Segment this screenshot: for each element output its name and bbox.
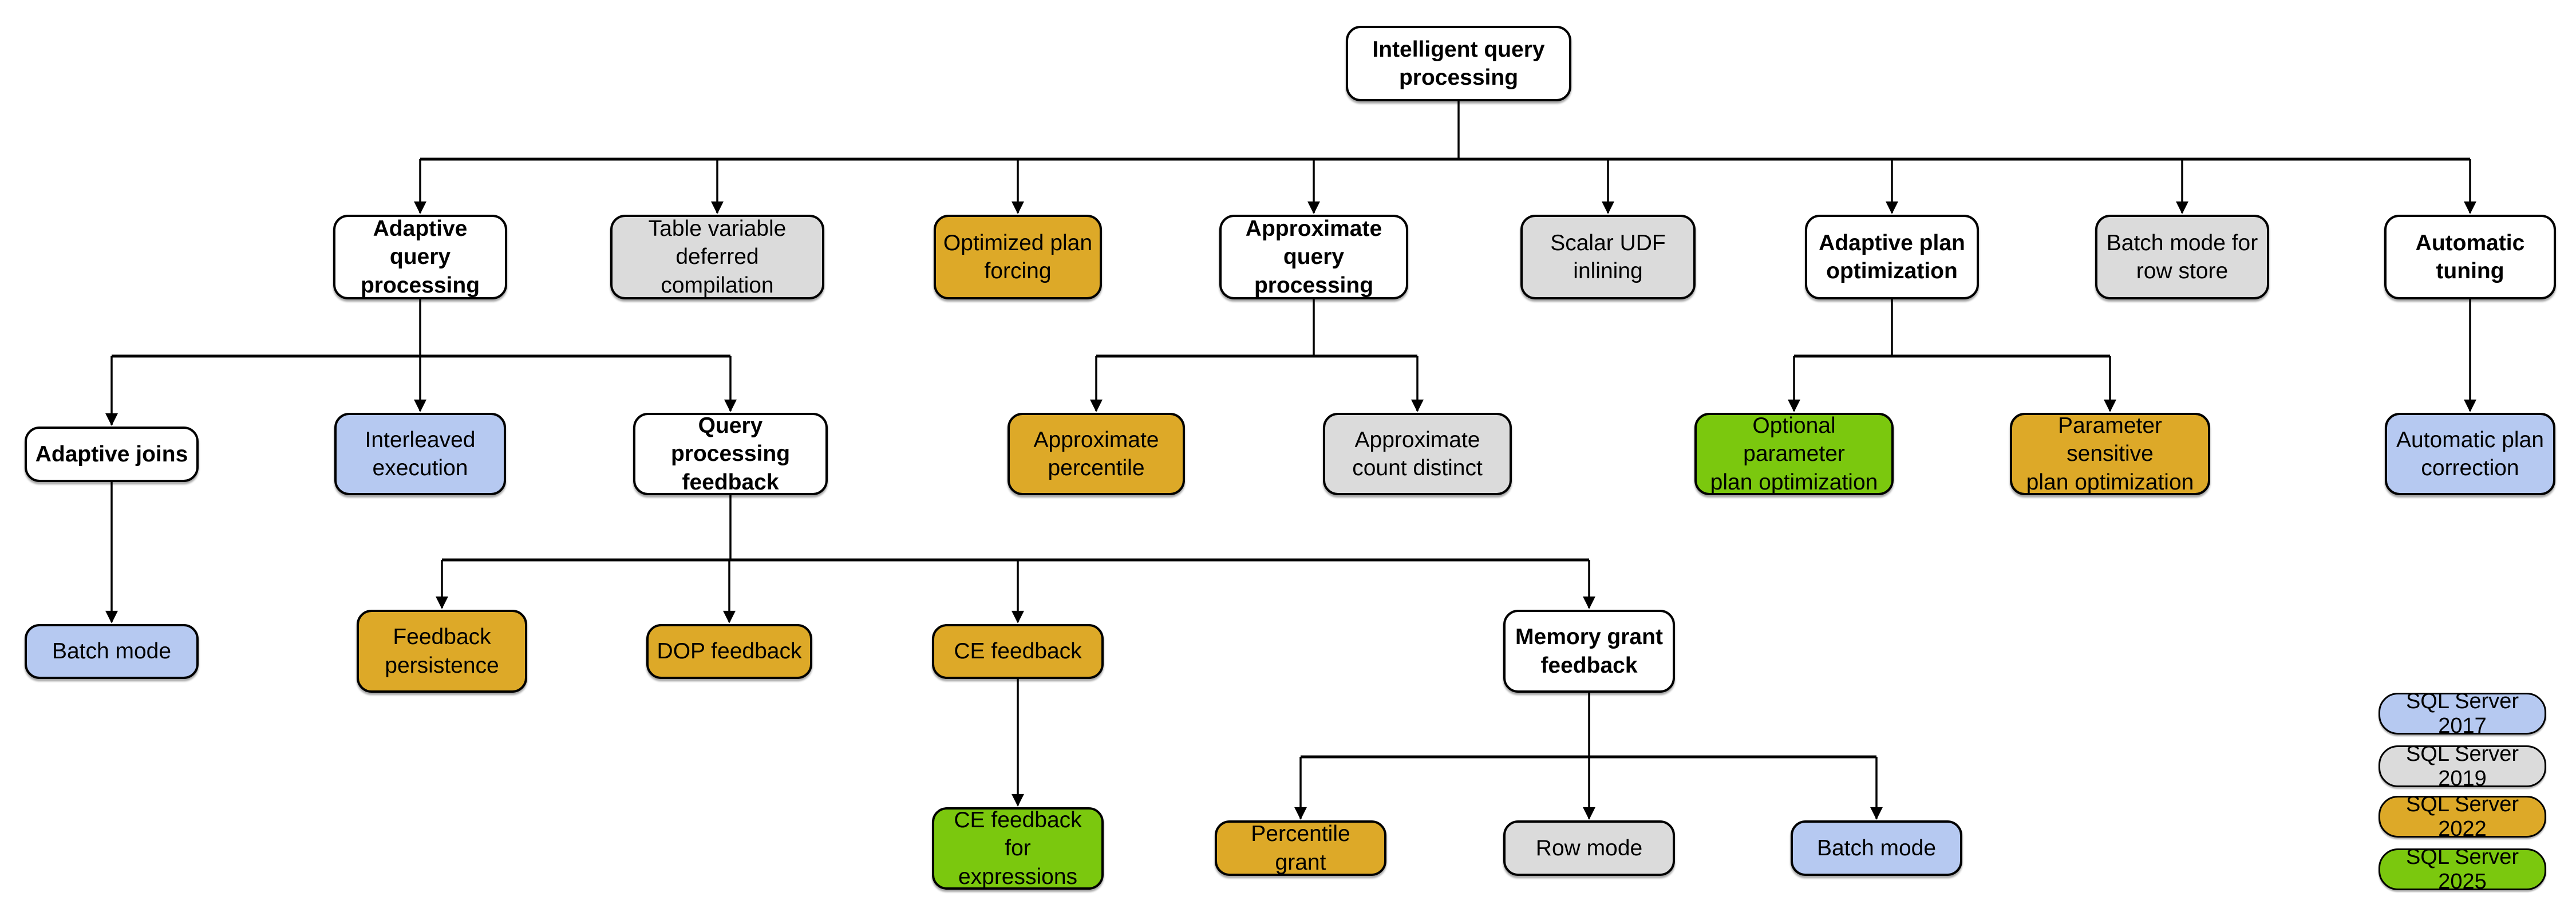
- node-approximate-query-processing: Approximate query processing: [1219, 215, 1408, 299]
- node-batch-mode-memory-grant: Batch mode: [1791, 820, 1962, 876]
- node-scalar-udf-inlining: Scalar UDF inlining: [1520, 215, 1696, 299]
- node-optional-parameter-plan-optimization: Optional parameter plan optimization: [1694, 413, 1894, 495]
- node-ce-feedback: CE feedback: [932, 624, 1104, 679]
- node-label: DOP feedback: [657, 639, 802, 664]
- node-label: Automatic plan correction: [2396, 427, 2544, 480]
- node-interleaved-execution: Interleaved execution: [334, 413, 506, 495]
- node-label: Memory grant feedback: [1515, 625, 1663, 678]
- node-feedback-persistence: Feedback persistence: [357, 610, 527, 693]
- node-label: Batch mode for row store: [2106, 230, 2258, 283]
- node-query-processing-feedback: Query processing feedback: [633, 413, 828, 495]
- legend-label: SQL Server 2019: [2405, 741, 2519, 791]
- node-automatic-plan-correction: Automatic plan correction: [2385, 413, 2555, 495]
- node-label: Row mode: [1535, 835, 1643, 860]
- legend-item-sql2025: SQL Server 2025: [2379, 845, 2546, 894]
- legend-label: SQL Server 2017: [2405, 689, 2519, 738]
- node-label: Adaptive plan optimization: [1819, 230, 1965, 283]
- node-label: Scalar UDF inlining: [1550, 230, 1666, 283]
- node-label: Automatic tuning: [2415, 230, 2525, 283]
- legend-label: SQL Server 2025: [2405, 844, 2519, 894]
- node-adaptive-plan-optimization: Adaptive plan optimization: [1805, 215, 1979, 299]
- node-approximate-percentile: Approximate percentile: [1008, 413, 1185, 495]
- node-dop-feedback: DOP feedback: [646, 624, 812, 679]
- node-label: Intelligent query processing: [1372, 37, 1545, 90]
- node-label: Feedback persistence: [385, 625, 499, 678]
- node-percentile-grant: Percentile grant: [1215, 820, 1386, 876]
- node-row-mode: Row mode: [1503, 820, 1675, 876]
- node-parameter-sensitive-plan-optimization: Parameter sensitive plan optimization: [2010, 413, 2210, 495]
- node-optimized-plan-forcing: Optimized plan forcing: [934, 215, 1102, 299]
- node-label: Adaptive joins: [35, 441, 188, 467]
- node-memory-grant-feedback: Memory grant feedback: [1503, 610, 1675, 693]
- node-automatic-tuning: Automatic tuning: [2384, 215, 2556, 299]
- node-adaptive-query-processing: Adaptive query processing: [333, 215, 507, 299]
- node-label: Query processing feedback: [670, 413, 791, 495]
- legend-label: SQL Server 2022: [2405, 792, 2519, 841]
- node-label: Parameter sensitive plan optimization: [2026, 413, 2194, 495]
- node-label: Optional parameter plan optimization: [1710, 413, 1878, 495]
- node-label: CE feedback: [954, 639, 1082, 664]
- node-adaptive-joins: Adaptive joins: [25, 427, 199, 482]
- node-label: Approximate query processing: [1245, 216, 1382, 298]
- node-batch-mode-for-row-store: Batch mode for row store: [2095, 215, 2269, 299]
- node-label: Approximate count distinct: [1352, 427, 1483, 480]
- legend-item-sql2017: SQL Server 2017: [2379, 689, 2546, 738]
- node-root: Intelligent query processing: [1346, 26, 1571, 101]
- node-label: Approximate percentile: [1033, 427, 1159, 480]
- node-ce-feedback-for-expressions: CE feedback for expressions: [932, 807, 1104, 890]
- legend-item-sql2022: SQL Server 2022: [2379, 792, 2546, 841]
- node-label: Table variable deferred compilation: [648, 216, 787, 298]
- node-batch-mode-adaptive-joins: Batch mode: [25, 624, 199, 679]
- node-label: Adaptive query processing: [360, 216, 480, 298]
- node-label: Interleaved execution: [365, 427, 476, 480]
- node-label: CE feedback for expressions: [954, 808, 1082, 889]
- node-label: Optimized plan forcing: [943, 230, 1093, 283]
- node-label: Batch mode: [52, 639, 172, 664]
- node-label: Percentile grant: [1251, 822, 1350, 875]
- node-approximate-count-distinct: Approximate count distinct: [1323, 413, 1512, 495]
- node-table-variable-deferred-compilation: Table variable deferred compilation: [610, 215, 824, 299]
- node-label: Batch mode: [1816, 835, 1937, 860]
- legend-item-sql2019: SQL Server 2019: [2379, 742, 2546, 791]
